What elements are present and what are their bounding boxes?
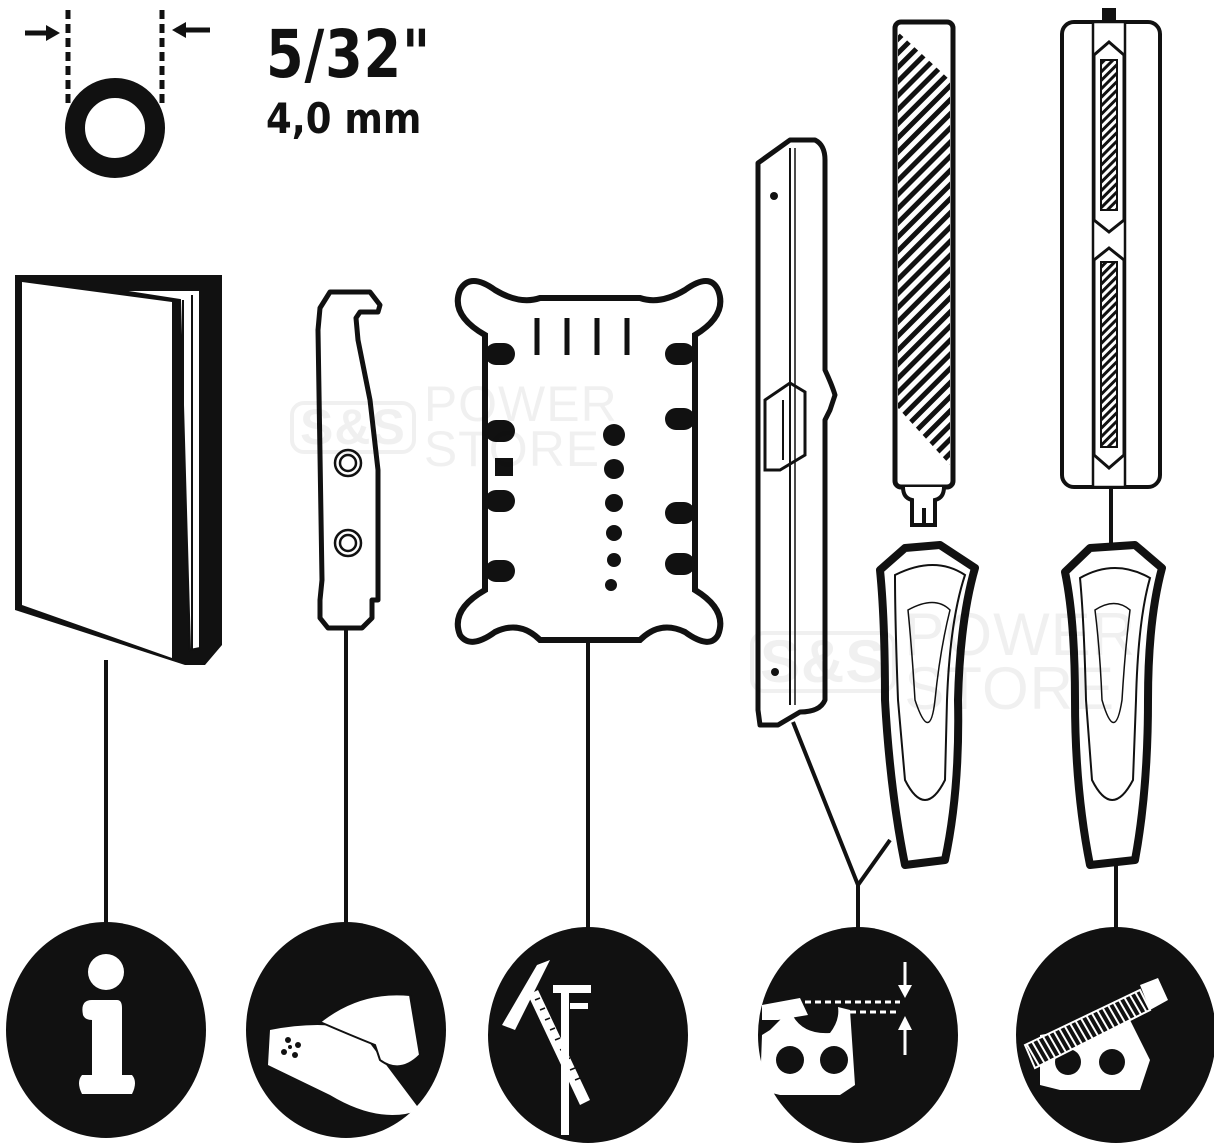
- file-size-mm: 4,0 mm: [266, 94, 422, 143]
- hook-tool-illustration: [315, 289, 383, 942]
- round-file-guide-illustration: [1060, 8, 1166, 942]
- depth-gauge-icon: [758, 927, 958, 1143]
- round-file-diameter-icon: [25, 10, 210, 178]
- round-file-sharpening-icon: [1016, 927, 1214, 1143]
- manual-illustration: [15, 275, 222, 942]
- file-size-inch: 5/32": [266, 16, 432, 93]
- chain-cleaning-icon: [246, 922, 446, 1138]
- measuring-tools-icon: [488, 927, 688, 1143]
- flat-file-illustration: [876, 19, 979, 869]
- file-gauge-illustration: [454, 278, 724, 942]
- depth-gauge-tool-illustration: [755, 137, 892, 942]
- info-icon: [6, 922, 206, 1138]
